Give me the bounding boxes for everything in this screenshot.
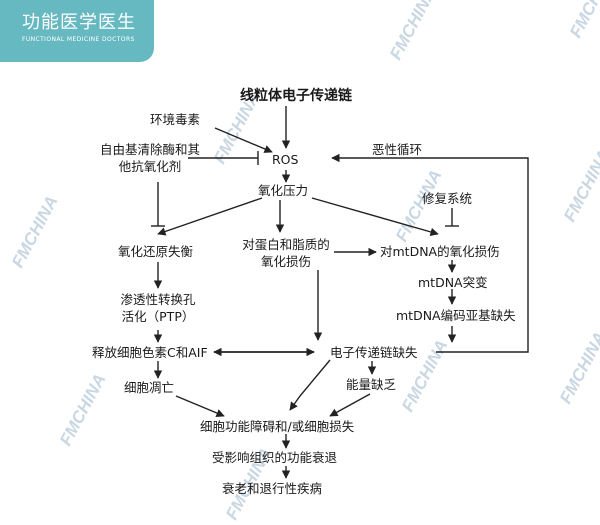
edge-stress-mtdna: [311, 197, 439, 236]
edge-vicious-cycle: [331, 153, 529, 353]
node-mtdna-oxidation: 对mtDNA的氧化损伤: [380, 244, 500, 259]
edge-etc-dysfunction: [289, 359, 331, 411]
node-antioxidants-line1: 自由基清除酶和其: [99, 142, 200, 157]
node-apoptosis: 细胞凋亡: [124, 380, 175, 395]
node-aging-disease: 衰老和退行性疾病: [222, 481, 323, 496]
node-protein-lipid-line1: 对蛋白和脂质的: [242, 237, 330, 252]
node-tissue-decline: 受影响组织的功能衰退: [212, 450, 338, 465]
edge-energy-dysfunction: [329, 393, 371, 417]
logo-title: 功能医学医生: [22, 12, 136, 33]
logo-subtitle: FUNCTIONAL MEDICINE DOCTORS: [22, 36, 135, 43]
brand-logo: 功能医学医生 FUNCTIONAL MEDICINE DOCTORS: [0, 0, 154, 62]
node-ptp-line1: 渗透性转换孔: [120, 292, 196, 307]
node-ptp: 渗透性转换孔 活化（PTP）: [106, 291, 210, 325]
node-cytc-aif: 释放细胞色素C和AIF: [92, 345, 208, 360]
node-vicious-cycle: 恶性循环: [372, 142, 423, 157]
node-energy-deficit: 能量缺乏: [346, 377, 397, 392]
node-ros: ROS: [272, 152, 299, 167]
node-antioxidants-line2: 他抗氧化剂: [118, 159, 182, 174]
edge-stress-redox: [157, 197, 263, 236]
node-env-toxins: 环境毒素: [150, 112, 201, 127]
node-etc-defect: 电子传递链缺失: [330, 345, 418, 360]
node-oxidative-stress: 氧化压力: [258, 183, 309, 198]
node-mtdna-subunit: mtDNA编码亚基缺失: [396, 308, 516, 323]
node-ptp-line2: 活化（PTP）: [121, 309, 195, 324]
edge-toxins-ros: [214, 127, 273, 153]
diagram-title: 线粒体电子传递链: [240, 88, 352, 104]
node-repair-system: 修复系统: [422, 191, 473, 206]
node-cell-dysfunction: 细胞功能障碍和/或细胞损失: [200, 419, 355, 434]
edge-apoptosis-dysfunction: [175, 395, 225, 417]
node-antioxidants: 自由基清除酶和其 他抗氧化剂: [86, 141, 214, 175]
node-protein-lipid-line2: 氧化损伤: [260, 254, 311, 269]
node-protein-lipid: 对蛋白和脂质的 氧化损伤: [236, 236, 336, 270]
node-mtdna-mutation: mtDNA突变: [418, 275, 488, 290]
node-redox-imbalance: 氧化还原失衡: [118, 244, 194, 259]
